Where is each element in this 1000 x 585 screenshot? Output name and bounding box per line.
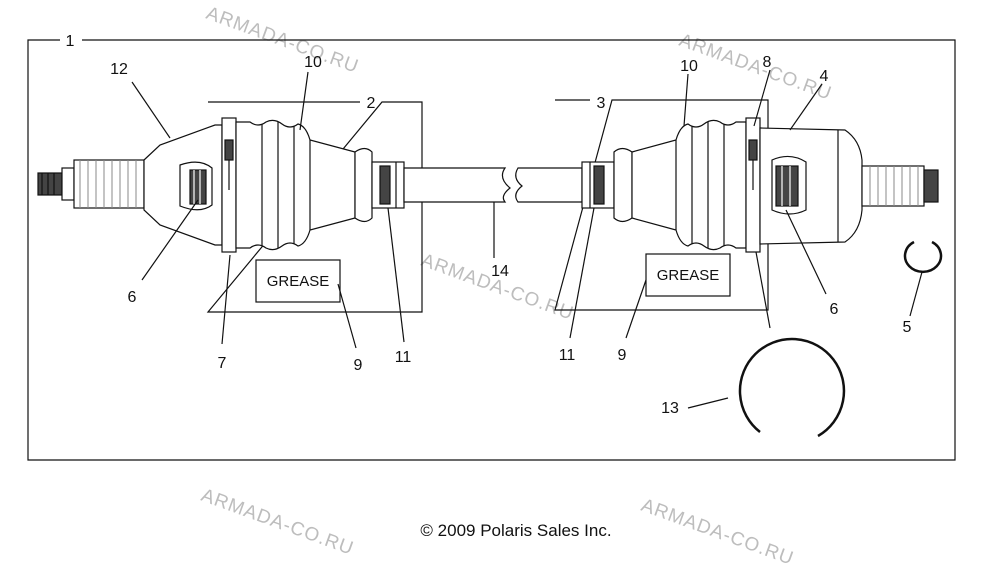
watermark-5: ARMADA-CO.RU (638, 495, 796, 570)
grease-box-right (645, 253, 731, 297)
right-boot (613, 119, 747, 251)
outer-frame (27, 39, 956, 461)
leader-lines (131, 69, 923, 409)
left-large-clamp (221, 117, 237, 253)
callout-4: 4 (820, 68, 829, 85)
callout-12: 12 (110, 61, 128, 78)
kit-box-3 (554, 99, 769, 311)
copyright-text: © 2009 Polaris Sales Inc. (420, 521, 611, 540)
callout-10-left: 10 (304, 54, 322, 71)
large-ring (738, 337, 846, 438)
callout-6-left: 6 (128, 289, 137, 306)
callout-11-right: 11 (559, 347, 576, 364)
callout-5: 5 (903, 319, 912, 336)
callout-1: 1 (66, 33, 75, 50)
callout-2: 2 (367, 95, 376, 112)
left-outer-cv (37, 124, 223, 246)
callout-7: 7 (218, 355, 227, 372)
grease-box-left (255, 259, 341, 303)
watermark-2: ARMADA-CO.RU (676, 30, 834, 105)
callout-8: 8 (763, 54, 772, 71)
right-large-clamp (745, 117, 761, 253)
right-small-clamp (581, 161, 615, 209)
shaft (403, 167, 583, 203)
callout-9-left: 9 (354, 357, 363, 374)
callout-14: 14 (491, 263, 509, 280)
callout-11-left: 11 (395, 349, 412, 366)
left-small-clamp (371, 161, 405, 209)
grease-label-left: GREASE (267, 273, 330, 290)
callout-9-right: 9 (618, 347, 627, 364)
callout-6-right: 6 (830, 301, 839, 318)
right-inner-cv (759, 127, 939, 245)
left-boot (235, 119, 373, 251)
grease-label-right: GREASE (657, 267, 720, 284)
retaining-ring (903, 240, 943, 274)
callout-10-right: 10 (680, 58, 698, 75)
callout-13: 13 (661, 400, 679, 417)
watermark-3: ARMADA-CO.RU (418, 250, 576, 325)
callout-3: 3 (597, 95, 606, 112)
watermark-4: ARMADA-CO.RU (198, 485, 356, 560)
